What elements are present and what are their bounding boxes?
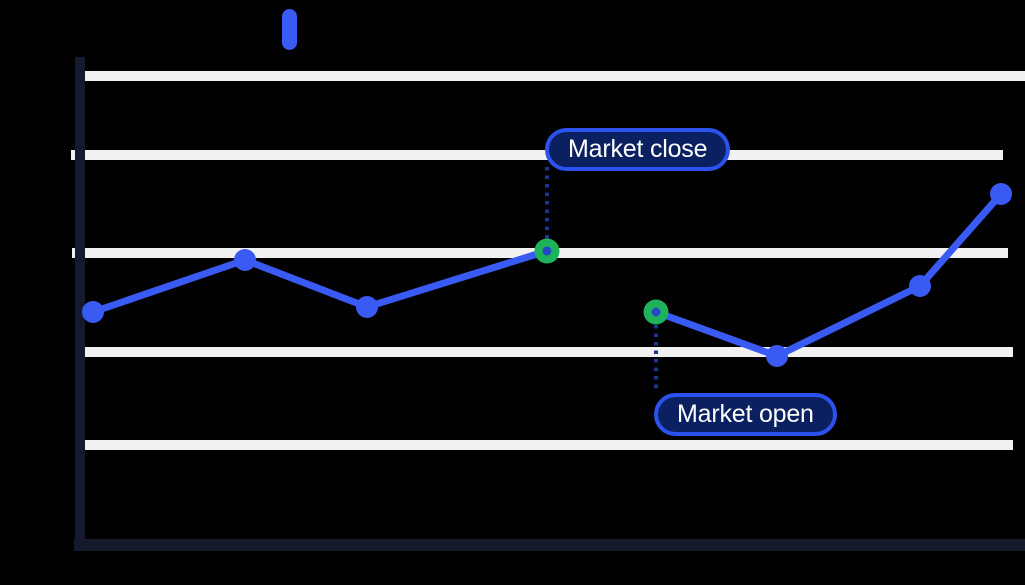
data-point-dot-0-1 <box>234 249 256 271</box>
time-indicator-capsule <box>282 9 297 50</box>
market-close-badge: Market close <box>545 128 731 171</box>
gridline-3 <box>78 347 1013 357</box>
market-close-badge-label: Market close <box>568 135 708 163</box>
gridline-1 <box>71 150 1003 160</box>
market-open-badge: Market open <box>654 393 837 436</box>
x-axis-line <box>74 539 1025 551</box>
price-line-post-open-session <box>652 190 1005 360</box>
market-close-marker-inner-dot <box>542 246 552 256</box>
y-axis-line <box>75 57 85 547</box>
gridline-4 <box>79 440 1013 450</box>
market-open-marker-inner-dot <box>651 307 661 317</box>
data-point-dot-1-2 <box>909 275 931 297</box>
data-point-dot-1-1 <box>766 345 788 367</box>
data-point-dot-0-0 <box>82 301 104 323</box>
data-point-dot-1-3 <box>990 183 1012 205</box>
data-point-dot-0-2 <box>356 296 378 318</box>
gridline-0 <box>85 71 1025 81</box>
market-open-badge-label: Market open <box>677 400 814 428</box>
price-line-pre-close-session <box>89 247 551 316</box>
